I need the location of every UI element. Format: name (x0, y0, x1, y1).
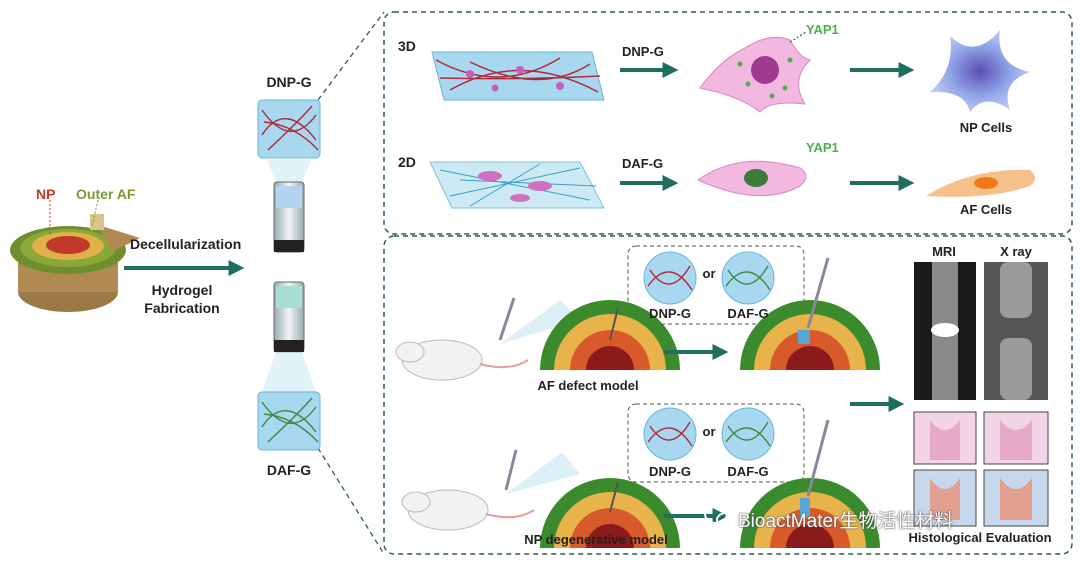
np-cells-label: NP Cells (959, 120, 1013, 135)
syringe-2 (504, 449, 518, 491)
rat-1 (395, 339, 529, 381)
choice2-or: or (702, 424, 716, 439)
bottom-panel-border (383, 235, 1073, 555)
outer-af-label: Outer AF (76, 186, 136, 202)
2d-label: 2D (398, 154, 416, 170)
af-cells-label: AF Cells (959, 202, 1013, 217)
decellularization-label: Decellularization (130, 236, 242, 252)
daf-g-sphere-2 (721, 407, 775, 461)
disc-section-1 (540, 300, 680, 370)
daf-g-label: DAF-G (266, 462, 312, 478)
disc-section-4 (740, 478, 880, 548)
spine-disc-illustration (10, 214, 140, 312)
dnp-g-label: DNP-G (266, 74, 312, 90)
row1-arrow-label: DNP-G (622, 44, 664, 59)
syringe-1 (498, 297, 516, 341)
gel-choice-box-1 (627, 245, 805, 325)
3d-label: 3D (398, 38, 416, 54)
fabrication-label: Fabrication (144, 300, 220, 316)
histology-he-images (913, 411, 1049, 465)
choice2-dnp-g: DNP-G (649, 464, 691, 479)
np-degenerative-model-label: NP degenerative model (524, 532, 668, 547)
histology-stain-images (913, 469, 1049, 527)
af-defect-model-label: AF defect model (537, 378, 639, 393)
gel-choice-box-2 (627, 403, 805, 483)
histological-evaluation-label: Histological Evaluation (908, 530, 1052, 545)
choice1-or: or (702, 266, 716, 281)
dnp-g-sphere-1 (643, 251, 697, 305)
2d-fiber-mat (429, 161, 605, 209)
dnp-g-hydrogel-cube (257, 99, 321, 159)
af-cell (926, 169, 1035, 197)
choice1-dnp-g: DNP-G (649, 306, 691, 321)
disc-section-3 (540, 478, 680, 548)
rat-2 (401, 489, 535, 531)
dnp-g-sphere-2 (643, 407, 697, 461)
pink-cell-3d (699, 36, 812, 113)
mri-image (914, 262, 976, 400)
pink-cell-2d (697, 160, 807, 197)
yap1-label-2: YAP1 (806, 140, 839, 155)
disc-section-2 (740, 300, 880, 370)
row2-arrow-label: DAF-G (622, 156, 664, 171)
yap1-label-1: YAP1 (806, 22, 839, 37)
xray-image (984, 262, 1048, 400)
wechat-icon (704, 504, 736, 528)
3d-hydrogel-block (431, 51, 605, 101)
daf-g-hydrogel-cube (257, 391, 321, 451)
choice2-daf-g: DAF-G (727, 464, 769, 479)
xray-label: X ray (1000, 244, 1032, 259)
top-panel-border (383, 11, 1073, 235)
np-cell (930, 30, 1030, 112)
mri-label: MRI (932, 244, 956, 259)
daf-g-sphere-1 (721, 251, 775, 305)
hydrogel-label: Hydrogel (151, 282, 213, 298)
np-label: NP (36, 186, 56, 202)
watermark: BioactMater生物活性材料 (738, 511, 954, 532)
choice1-daf-g: DAF-G (727, 306, 769, 321)
